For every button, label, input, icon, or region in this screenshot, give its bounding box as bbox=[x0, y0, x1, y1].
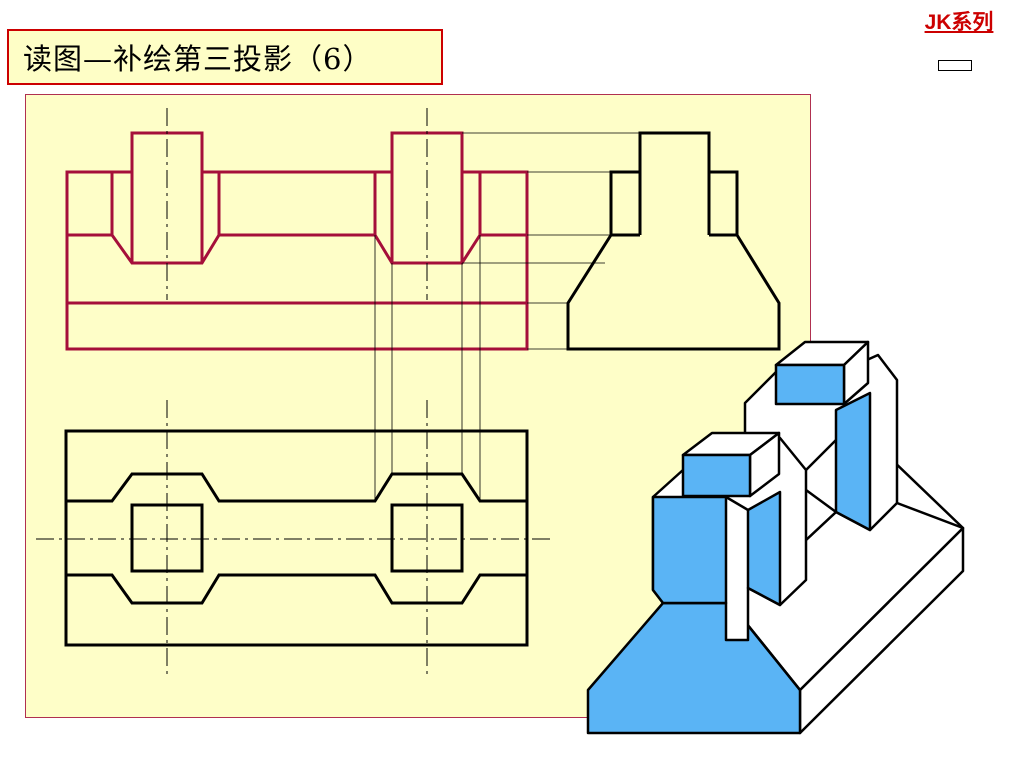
title-box: 读图—补绘第三投影（6） bbox=[7, 29, 443, 85]
isometric-model bbox=[586, 340, 965, 735]
nav-button[interactable] bbox=[938, 60, 972, 71]
top-view bbox=[64, 429, 529, 647]
side-view bbox=[566, 131, 781, 351]
top-view-centerlines bbox=[36, 400, 555, 676]
page-title: 读图—补绘第三投影（6） bbox=[23, 42, 373, 76]
projection-lines bbox=[374, 132, 640, 500]
series-link[interactable]: JK系列 bbox=[924, 11, 994, 34]
front-view bbox=[65, 131, 529, 351]
front-view-centerlines bbox=[166, 108, 428, 300]
